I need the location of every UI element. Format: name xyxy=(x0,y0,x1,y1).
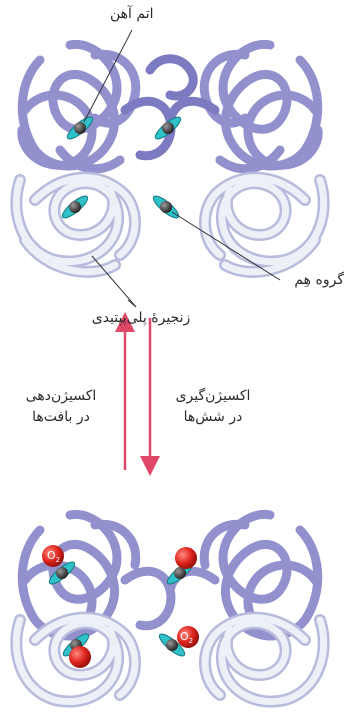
deoxygenation-line2: در بافت‌ها xyxy=(32,409,90,425)
beta-chain-right-fill xyxy=(201,174,328,276)
oxy-heme-3 xyxy=(62,633,91,668)
o2-label-1: O2 xyxy=(47,549,61,565)
heme-group-1 xyxy=(66,116,94,140)
hemoglobin-oxy xyxy=(10,510,330,708)
deoxygenation-line1: اکسیژن‌دهی xyxy=(25,388,97,404)
alpha-chain-right xyxy=(199,40,323,174)
beta-chain-left-fill xyxy=(12,174,139,276)
oxy-heme-1 xyxy=(42,545,76,585)
oxygen-molecule xyxy=(69,646,91,668)
polypeptide-leader-b xyxy=(127,299,137,308)
heme-group-leader xyxy=(171,211,281,281)
oxygen-molecule xyxy=(42,545,64,567)
oxygenation-label: اکسیژن‌گیری در شش‌ها xyxy=(158,388,268,426)
oxy-heme-2 xyxy=(166,547,197,585)
oxygenation-line2: در شش‌ها xyxy=(183,409,243,425)
alpha-chain-left xyxy=(17,40,141,174)
polypeptide-leader-a xyxy=(91,255,137,308)
deoxygenation-label: اکسیژن‌دهی در بافت‌ها xyxy=(6,388,116,426)
oxy-heme-4 xyxy=(158,626,199,657)
polypeptide-chain-label: زنجیرهٔ پلی‌پپتیدی xyxy=(91,310,191,326)
heme-group-4 xyxy=(152,195,180,219)
heme-group-3 xyxy=(61,195,89,219)
o2-label-2: O2 xyxy=(180,630,194,646)
heme-group-label: گروه هِم xyxy=(294,272,344,288)
oxygenation-line1: اکسیژن‌گیری xyxy=(175,388,251,404)
oxygen-molecule xyxy=(177,626,199,648)
iron-atom-leader xyxy=(83,29,133,123)
hemoglobin-deoxy xyxy=(10,40,330,278)
iron-atom-label: اتم آهن xyxy=(110,6,154,22)
heme-group-2 xyxy=(154,116,182,140)
oxygen-molecule xyxy=(175,547,197,569)
purple-center-loops xyxy=(120,54,220,161)
